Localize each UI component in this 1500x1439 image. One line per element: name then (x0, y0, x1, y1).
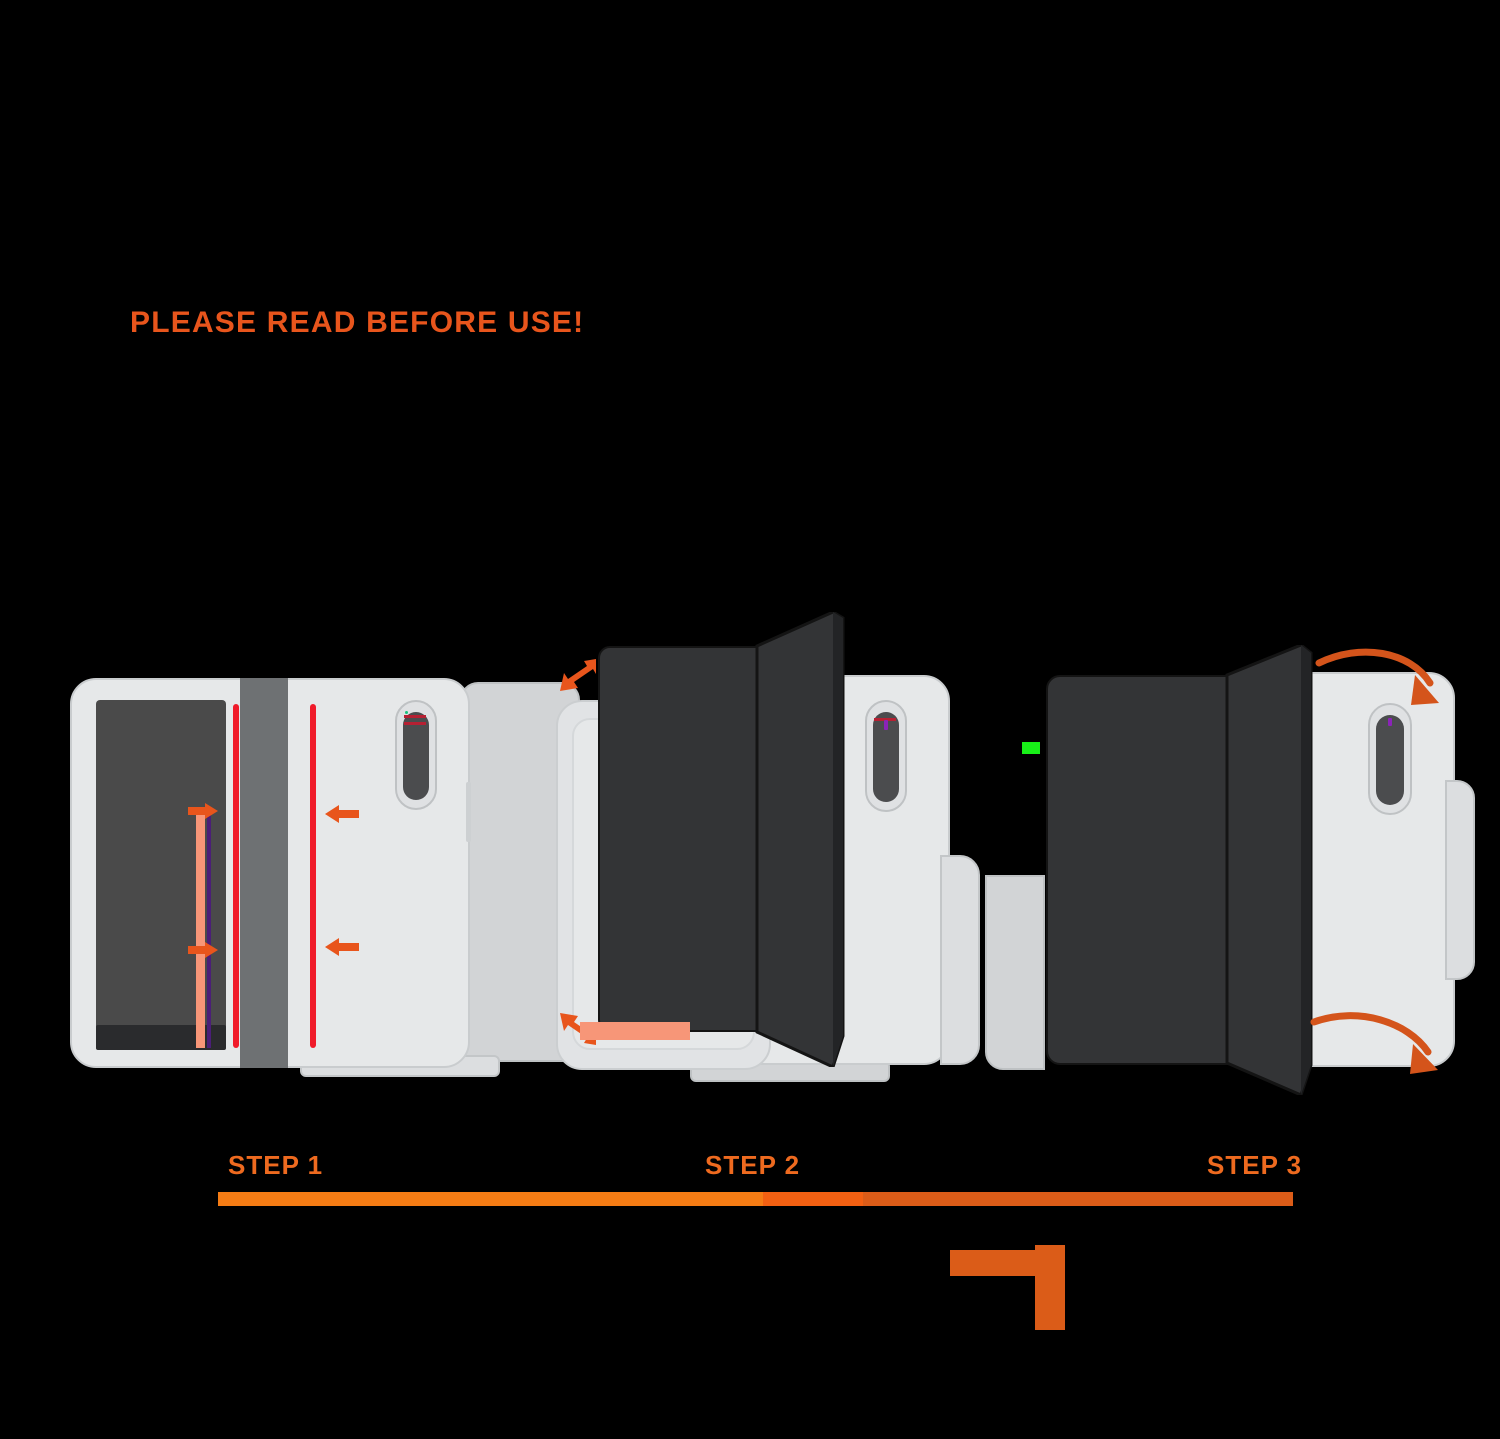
step3-closing-flap (1225, 643, 1315, 1098)
step-2-label: STEP 2 (705, 1150, 801, 1180)
step2-arrow-peel-top (558, 655, 602, 699)
step3-camera-accent (1388, 718, 1392, 726)
step1-arrow-inward-bottom (325, 938, 359, 956)
text-band-2 (763, 1192, 863, 1206)
step1-red-guide-right (310, 704, 316, 1048)
page-title: PLEASE READ BEFORE USE! (130, 306, 585, 339)
step1-camera-strip-b (404, 722, 426, 725)
step3-ghost-left (985, 875, 1045, 1070)
step2-camera-strip (874, 718, 896, 721)
step3-green-marker (1022, 742, 1040, 754)
step1-camera-inner (403, 712, 429, 800)
step3-device-edge (1445, 780, 1475, 980)
step3-front-screen-panel (1046, 675, 1258, 1065)
step1-side-button (466, 782, 471, 842)
step1-camera-dot (405, 711, 408, 714)
step2-peel-highlight (580, 1022, 690, 1040)
step1-salmon-guide (196, 808, 205, 1048)
step1-violet-guide (207, 812, 211, 1048)
text-band-3 (863, 1192, 1293, 1206)
step3-camera-inner (1376, 715, 1404, 805)
step2-camera-accent (884, 720, 888, 730)
step3-arrow-sweep-top (1315, 645, 1450, 720)
step2-device-edge (940, 855, 980, 1065)
step1-red-guide-left (233, 704, 239, 1048)
step2-lifting-flap (755, 610, 845, 1070)
step1-arrow-guide-bottom (188, 942, 222, 960)
step-3-label: STEP 3 (1207, 1150, 1303, 1180)
text-band-4 (1035, 1245, 1065, 1330)
step3-arrow-sweep-bottom (1310, 1000, 1450, 1080)
step1-camera-strip-a (404, 715, 426, 718)
step1-hinge (240, 678, 288, 1068)
step1-arrow-guide-top (188, 803, 222, 821)
step-1-label: STEP 1 (228, 1150, 324, 1180)
text-band-1 (218, 1192, 763, 1206)
step1-arrow-inward-top (325, 805, 359, 823)
